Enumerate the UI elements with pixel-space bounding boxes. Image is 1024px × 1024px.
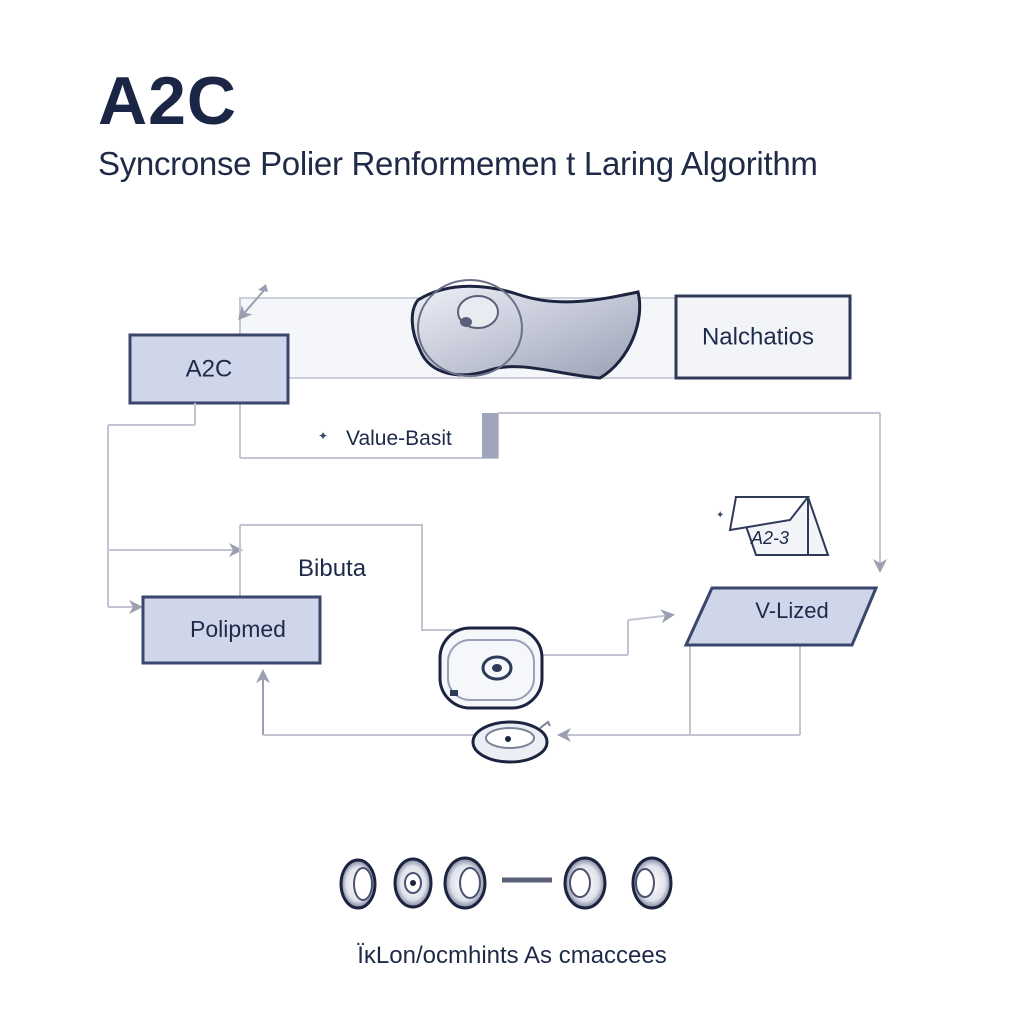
earbud-icon [443,856,487,910]
earbud-icon [563,856,607,910]
page-subtitle: Syncronse Polier Renformemen t Laring Al… [98,145,818,182]
earbud-icon [393,857,433,909]
router-device-icon [438,626,544,710]
v-lized-label: V-Lized [755,598,828,623]
page-title: A2C [98,63,238,139]
a2-3-node: ✦ A2-3 [716,496,830,556]
wave-device-icon [410,279,642,380]
earbud-row [339,856,673,910]
v-lized-node: V-Lized [683,586,879,647]
footer-caption: ΪκLon/ocmhints As cmaccees [357,942,667,969]
corner-arrow-icon [238,284,268,321]
a2-3-label: A2-3 [750,528,789,548]
left-connectors [107,403,243,614]
nalchatios-node: Nalchatios [674,294,852,380]
bibuta-label: Bibuta [298,555,367,582]
bibuta-node: Bibuta [239,524,475,631]
value-based-label: Value-Basit [346,427,452,450]
svg-text:✦: ✦ [716,510,724,521]
polipmed-node: Polipmed [141,595,322,665]
pod-device-icon [471,720,551,764]
bottom-connectors [256,609,801,742]
earbud-icon [339,858,377,910]
value-based-node: ✦ Value-Basit [318,427,452,450]
svg-text:✦: ✦ [318,429,328,443]
earbud-icon [631,856,673,910]
polipmed-label: Polipmed [190,616,286,642]
a2c-node-label: A2C [186,355,233,382]
a2c-node: A2C [128,333,290,405]
nalchatios-label: Nalchatios [702,323,814,350]
